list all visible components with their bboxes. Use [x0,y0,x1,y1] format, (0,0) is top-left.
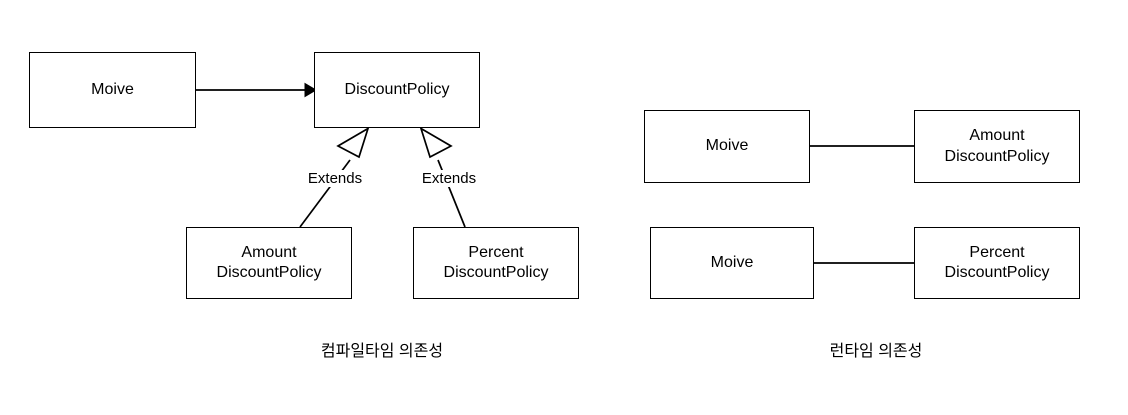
edge-label-extends-right-text: Extends [421,170,477,187]
edge-percent-extends-discountpolicy [419,126,466,228]
node-percent-discount-policy-runtime-label: Percent DiscountPolicy [944,243,1050,281]
node-amount-discount-policy-runtime[interactable]: Amount DiscountPolicy [914,110,1080,183]
edge-label-extends-right: Extends [411,170,487,187]
node-movie-runtime-top-label: Moive [705,137,749,155]
caption-compile-time-dependency: 컴파일타임 의존성 [282,337,482,361]
node-discount-policy-label: DiscountPolicy [344,80,450,98]
node-movie-runtime-bottom[interactable]: Moive [650,227,814,299]
node-percent-discount-policy-runtime[interactable]: Percent DiscountPolicy [914,227,1080,299]
node-movie-runtime-top[interactable]: Moive [644,110,810,183]
node-percent-discount-policy-label: Percent DiscountPolicy [443,243,549,281]
node-amount-discount-policy-runtime-label: Amount DiscountPolicy [944,127,1050,165]
edge-label-extends-left-text: Extends [307,170,363,187]
caption-compile-time-dependency-text: 컴파일타임 의존성 [320,343,444,360]
node-movie-label: Moive [91,80,134,98]
node-movie[interactable]: Moive [29,52,196,128]
edge-movie-to-discountpolicy [196,82,317,98]
caption-runtime-dependency: 런타임 의존성 [796,337,956,361]
node-discount-policy[interactable]: DiscountPolicy [314,52,480,128]
node-percent-discount-policy[interactable]: Percent DiscountPolicy [413,227,579,299]
caption-runtime-dependency-text: 런타임 의존성 [829,343,923,360]
edge-label-extends-left: Extends [297,170,373,187]
node-amount-discount-policy-label: Amount DiscountPolicy [216,243,322,281]
node-movie-runtime-bottom-label: Moive [710,253,754,271]
node-amount-discount-policy[interactable]: Amount DiscountPolicy [186,227,352,299]
